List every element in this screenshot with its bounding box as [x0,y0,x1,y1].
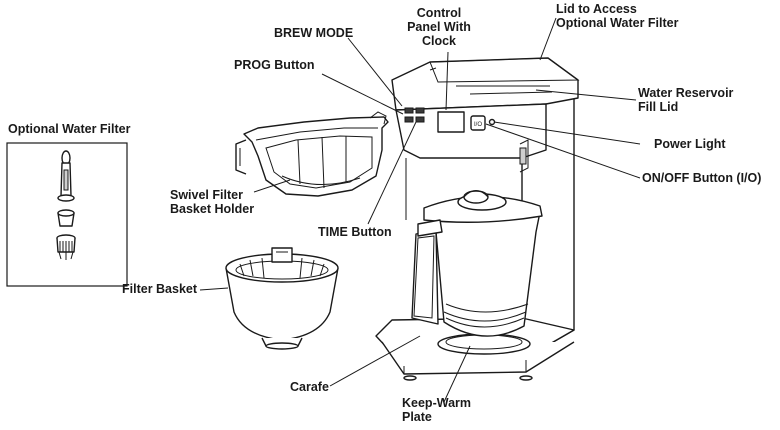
label-power-light: Power Light [654,137,726,151]
swivel-filter-basket-holder [235,111,389,197]
label-on-off-button: ON/OFF Button (I/O) [642,171,762,185]
label-filter-basket: Filter Basket [122,282,198,296]
control-panel-clock [437,111,465,133]
label-swivel-filter-line2: Basket Holder [170,202,255,216]
svg-text:I/O: I/O [474,122,482,128]
label-lid-access-line1: Lid to Access [556,2,637,16]
label-control-panel-line2: Panel With [407,20,471,34]
carafe [411,190,543,337]
label-keep-warm-plate: Keep-Warm Plate [402,396,471,424]
coffee-maker-body: I/O [375,57,580,381]
label-time-button: TIME Button [318,225,392,239]
brew-mode-button[interactable] [404,107,414,114]
keep-warm-plate [437,333,531,355]
label-swivel-filter: Swivel Filter Basket Holder [170,188,254,216]
water-filter-handle [57,150,75,202]
prog-button[interactable] [404,116,414,123]
label-control-panel-line1: Control [416,6,462,20]
label-control-panel-line3: Clock [421,34,457,48]
label-control-panel: Control Panel With Clock [404,6,474,48]
label-optional-water-filter: Optional Water Filter [8,122,131,136]
label-lid-access-line2: Optional Water Filter [556,16,679,30]
label-prog-button: PROG Button [234,58,315,72]
water-filter-box [6,142,128,287]
label-water-reservoir: Water Reservoir Fill Lid [638,86,733,114]
filter-basket [225,247,339,350]
on-off-button[interactable]: I/O [470,115,486,131]
label-lid-access: Lid to Access Optional Water Filter [556,2,678,30]
leader-lines [199,17,641,403]
label-carafe: Carafe [290,380,329,394]
label-swivel-filter-line1: Swivel Filter [170,188,243,202]
label-water-reservoir-line1: Water Reservoir [638,86,734,100]
control-buttons[interactable] [404,107,425,123]
power-light [488,118,496,126]
label-brew-mode: BREW MODE [274,26,354,40]
water-reservoir-lid [391,57,580,111]
time-button[interactable] [415,116,425,123]
label-water-reservoir-line2: Fill Lid [638,100,679,114]
label-keep-warm-line1: Keep-Warm [402,396,471,410]
water-filter-cartridge [57,209,75,227]
water-filter-holder [56,234,76,260]
label-keep-warm-line2: Plate [402,410,432,424]
